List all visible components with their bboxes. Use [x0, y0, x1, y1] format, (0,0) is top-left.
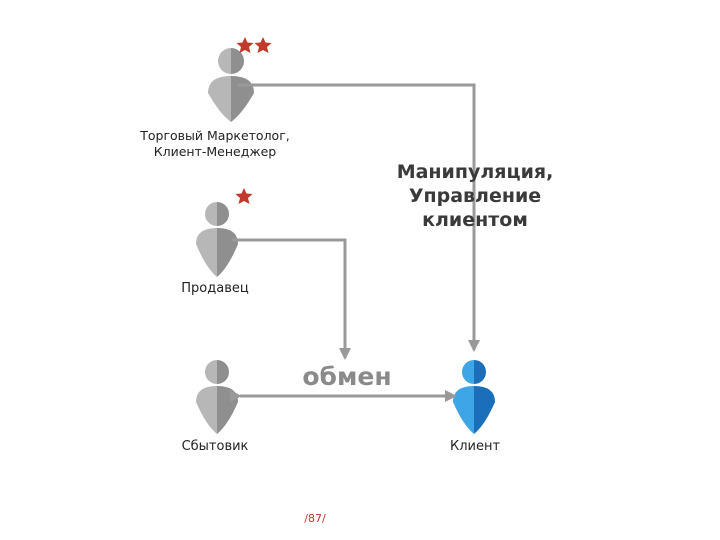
client-person-icon [453, 360, 495, 434]
fool-label: Сбытовик [181, 439, 249, 454]
exchange-label: обмен [302, 362, 392, 391]
marketer-person-icon [208, 48, 254, 122]
manipulation-label: Манипуляция, Управление клиентом [396, 161, 554, 231]
star-icon [254, 37, 272, 53]
client-label: Клиент [449, 439, 501, 454]
seller-label: Продавец [181, 281, 249, 296]
fool-person-icon [196, 360, 238, 434]
marketer-stars [236, 37, 272, 53]
manipulation-arrow [238, 83, 480, 352]
star-icon [236, 37, 254, 53]
page-number: /87/ [304, 512, 326, 525]
seller-person-icon [196, 202, 238, 277]
seller-arrow [232, 238, 351, 360]
marketer-label: Торговый Маркетолог, Клиент-Менеджер [140, 128, 290, 159]
star-icon [235, 188, 253, 204]
